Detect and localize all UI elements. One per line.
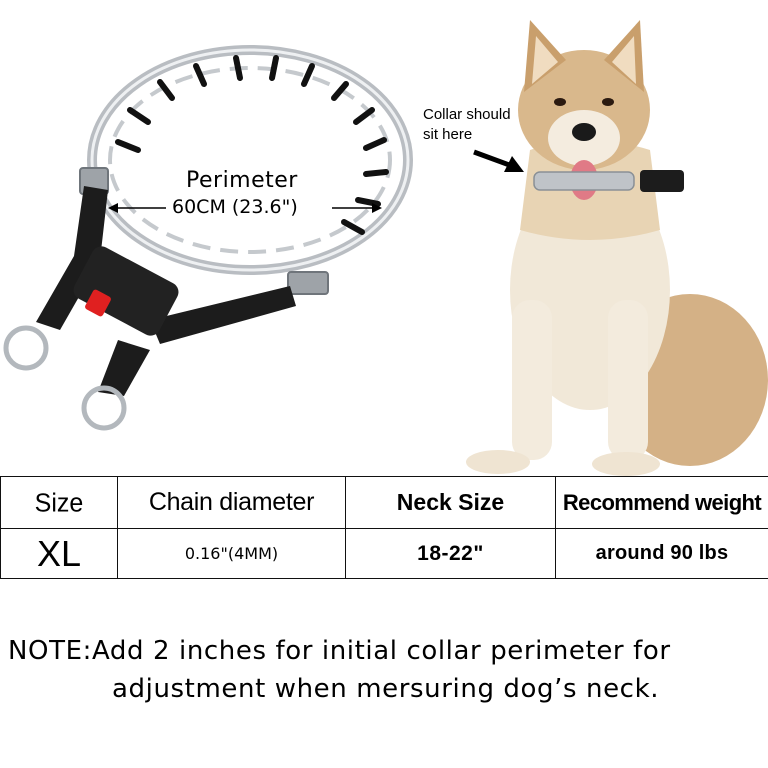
note-line-2: adjustment when mersuring dog’s neck. [112, 674, 660, 704]
note-line-1: NOTE:Add 2 inches for initial collar per… [8, 636, 671, 666]
product-illustration: Perimeter 60CM (23.6") Collar should sit… [3, 20, 768, 476]
cell-recommend-weight: around 90 lbs [555, 528, 768, 579]
callout-line-1: Collar should [423, 106, 511, 123]
table-header-row: Size Chain diameter Neck Size Recommend … [0, 474, 768, 531]
collar-position-callout: Collar should sit here [423, 105, 511, 145]
arrow-icon [504, 156, 524, 172]
perimeter-title: Perimeter [186, 168, 298, 193]
table-row: XL 0.16"(4MM) 18-22" around 90 lbs [0, 528, 768, 579]
callout-line-2: sit here [423, 126, 473, 143]
header-neck-size: Neck Size [345, 476, 556, 529]
header-recommend-weight: Recommend weight [555, 476, 768, 529]
prong-collar-image [3, 45, 413, 431]
cell-neck-size: 18-22" [345, 528, 556, 579]
header-size: Size [0, 474, 118, 531]
header-chain-diameter: Chain diameter [117, 476, 346, 529]
perimeter-value: 60CM (23.6") [172, 196, 298, 218]
sizing-note: NOTE:Add 2 inches for initial collar per… [8, 632, 768, 708]
size-spec-table: Size Chain diameter Neck Size Recommend … [0, 474, 768, 579]
cell-chain-diameter: 0.16"(4MM) [117, 528, 346, 579]
cell-size: XL [0, 528, 118, 579]
dog-photo [466, 20, 768, 476]
